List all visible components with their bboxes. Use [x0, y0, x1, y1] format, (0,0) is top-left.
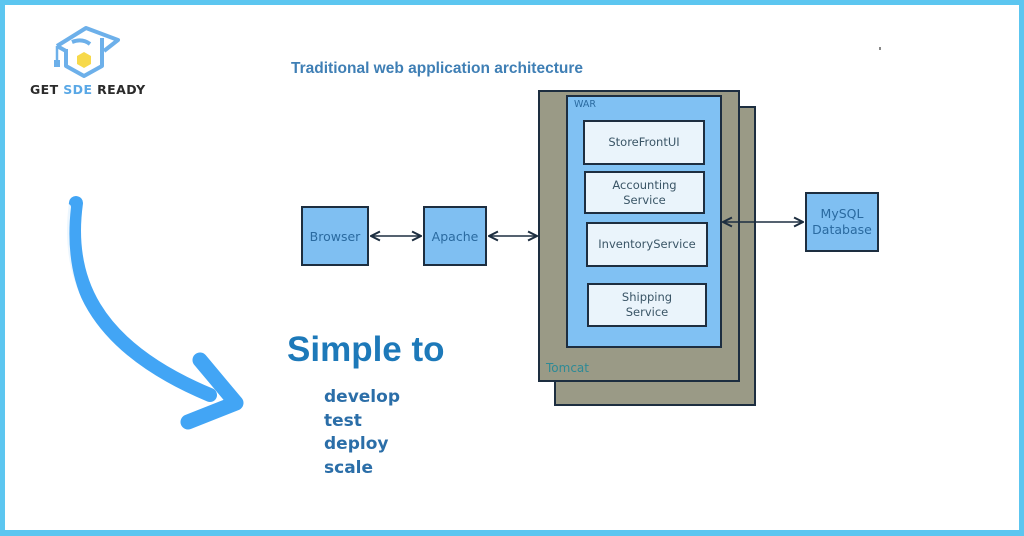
apache-label: Apache [431, 228, 479, 244]
benefit-item: develop [324, 387, 400, 407]
brand-name-accent: SDE [63, 82, 93, 97]
brand-name: GET SDE READY [30, 82, 146, 97]
diagram-title: Traditional web application architecture [291, 60, 583, 77]
browser-node: Browser [301, 206, 369, 266]
service-inventory: InventoryService [586, 222, 708, 267]
simple-to-heading: Simple to [287, 330, 445, 369]
benefit-item: scale [324, 457, 374, 478]
database-label-line2: Database [812, 222, 872, 237]
apache-node: Apache [423, 206, 487, 266]
service-label-line2: Service [623, 192, 666, 207]
service-label-line2: Service [625, 305, 669, 319]
browser-label: Browser [309, 228, 361, 244]
brand-name-suffix: READY [92, 82, 146, 97]
database-label-line1: MySQL [820, 206, 864, 221]
benefit-item: deploy [324, 434, 389, 454]
service-storefrontui: StoreFrontUI [583, 120, 705, 165]
curved-arrow-icon [63, 196, 244, 430]
service-label: StoreFrontUI [608, 135, 680, 149]
war-label: WAR [574, 99, 596, 110]
service-label: InventoryService [598, 237, 696, 251]
service-label: Shipping [621, 290, 673, 304]
service-label: Accounting [612, 177, 677, 192]
benefits-list: develop test deploy scale [324, 386, 400, 480]
tomcat-label: Tomcat [546, 361, 589, 375]
stray-mark [879, 47, 881, 50]
benefit-item: test [324, 410, 362, 431]
graduation-cap-hexagon-icon [54, 26, 120, 78]
brand-name-prefix: GET [30, 82, 64, 97]
